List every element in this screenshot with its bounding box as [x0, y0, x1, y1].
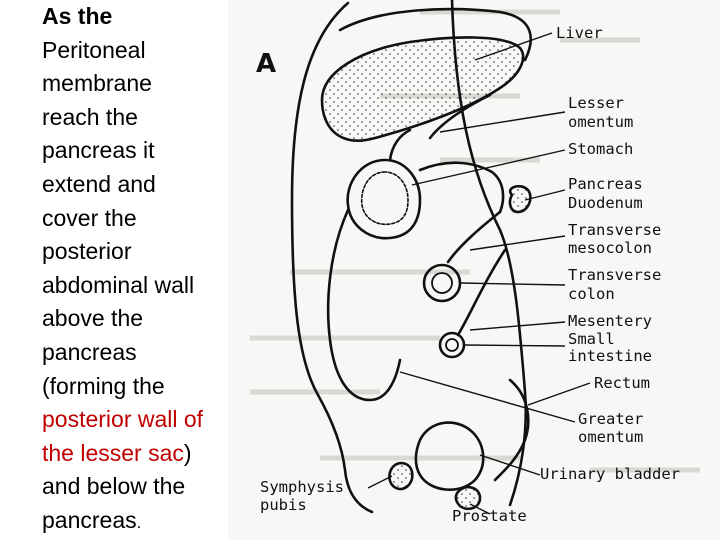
caption-line: (forming the	[42, 372, 165, 399]
stomach-lumen	[360, 171, 409, 226]
outer-body-wall	[290, 1, 374, 514]
urinary-bladder	[414, 421, 485, 491]
caption-text: As the Peritoneal membrane reach the pan…	[42, 0, 242, 540]
prostate	[454, 485, 482, 511]
caption-line: reach the	[42, 103, 138, 130]
pointer-symphysis-pubis	[367, 475, 393, 489]
label-transverse-colon: colon	[568, 285, 615, 303]
caption-line: and below the	[42, 473, 186, 500]
pancreas	[508, 184, 532, 214]
caption-line: abdominal wall	[42, 271, 195, 298]
lesser-sac-boundary	[418, 161, 505, 214]
small-intestine-inner	[445, 338, 459, 352]
liver	[320, 36, 525, 142]
caption-line: extend and	[42, 170, 156, 197]
pointer-stomach	[411, 149, 566, 186]
pointer-lesser-omentum	[439, 111, 566, 133]
label-duodenum: Duodenum	[568, 194, 643, 212]
caption-highlight: posterior wall of	[42, 406, 204, 433]
pointer-pancreas	[524, 189, 566, 201]
caption-line: pancreas	[42, 506, 137, 533]
caption-line: membrane	[42, 70, 152, 97]
pointer-transverse-mesocolon	[469, 235, 566, 251]
lesser-omentum-line	[428, 93, 492, 140]
caption-line: As the	[42, 3, 113, 29]
label-transverse-colon: Transverse	[568, 266, 661, 284]
label-transverse-mesocolon: Transverse	[568, 221, 661, 239]
label-rectum: Rectum	[594, 374, 650, 392]
label-stomach: Stomach	[568, 140, 633, 158]
pointer-mesentery	[469, 321, 566, 331]
mesentery	[456, 248, 507, 337]
caption-line: .	[136, 512, 142, 532]
caption-line: pancreas	[42, 338, 137, 365]
symphysis-pubis	[388, 461, 414, 491]
pointer-rectum	[527, 382, 591, 406]
pointer-urinary-bladder	[479, 454, 541, 476]
pointer-small-intestine	[464, 344, 566, 347]
label-small-intestine: intestine	[568, 347, 652, 365]
caption-line: posterior	[42, 238, 132, 265]
label-urinary-bladder: Urinary bladder	[540, 465, 680, 483]
label-greater-omentum: Greater	[578, 410, 643, 428]
stomach	[346, 158, 422, 240]
caption-line: above the	[42, 305, 144, 332]
caption-line: pancreas it	[42, 137, 155, 164]
label-symphysis-pubis: pubis	[260, 496, 307, 514]
label-lesser-omentum: omentum	[568, 113, 633, 131]
label-lesser-omentum: Lesser	[568, 94, 624, 112]
label-liver: Liver	[556, 24, 603, 42]
label-prostate: Prostate	[452, 507, 527, 525]
transverse-colon-inner	[431, 272, 453, 294]
peritoneum-diagram: A Liver Lesser omentum Stomach Pancreas …	[228, 0, 720, 540]
pointer-liver	[474, 32, 553, 61]
panel-letter: A	[256, 49, 276, 79]
label-mesentery: Mesentery	[568, 312, 652, 330]
caption-line: Peritoneal	[42, 36, 146, 63]
caption-line: cover the	[42, 204, 137, 231]
sagittal-section-svg: A Liver Lesser omentum Stomach Pancreas …	[250, 0, 700, 525]
rectum	[493, 378, 530, 482]
lesser-omentum-line	[388, 128, 412, 162]
small-intestine	[438, 331, 466, 359]
caption-line: )	[183, 439, 192, 466]
label-greater-omentum: omentum	[578, 428, 643, 446]
pointer-prostate	[469, 503, 491, 515]
caption-highlight: the lesser sac	[42, 439, 184, 466]
greater-omentum-fold	[326, 208, 402, 402]
label-symphysis-pubis: Symphysis	[260, 478, 344, 496]
pointer-greater-omentum	[399, 371, 576, 423]
label-small-intestine: Small	[568, 330, 615, 348]
pointer-transverse-colon	[459, 282, 566, 286]
diaphragm-liver-capsule	[338, 7, 533, 62]
label-transverse-mesocolon: mesocolon	[568, 239, 652, 257]
transverse-mesocolon	[446, 210, 502, 264]
label-pancreas: Pancreas	[568, 175, 643, 193]
